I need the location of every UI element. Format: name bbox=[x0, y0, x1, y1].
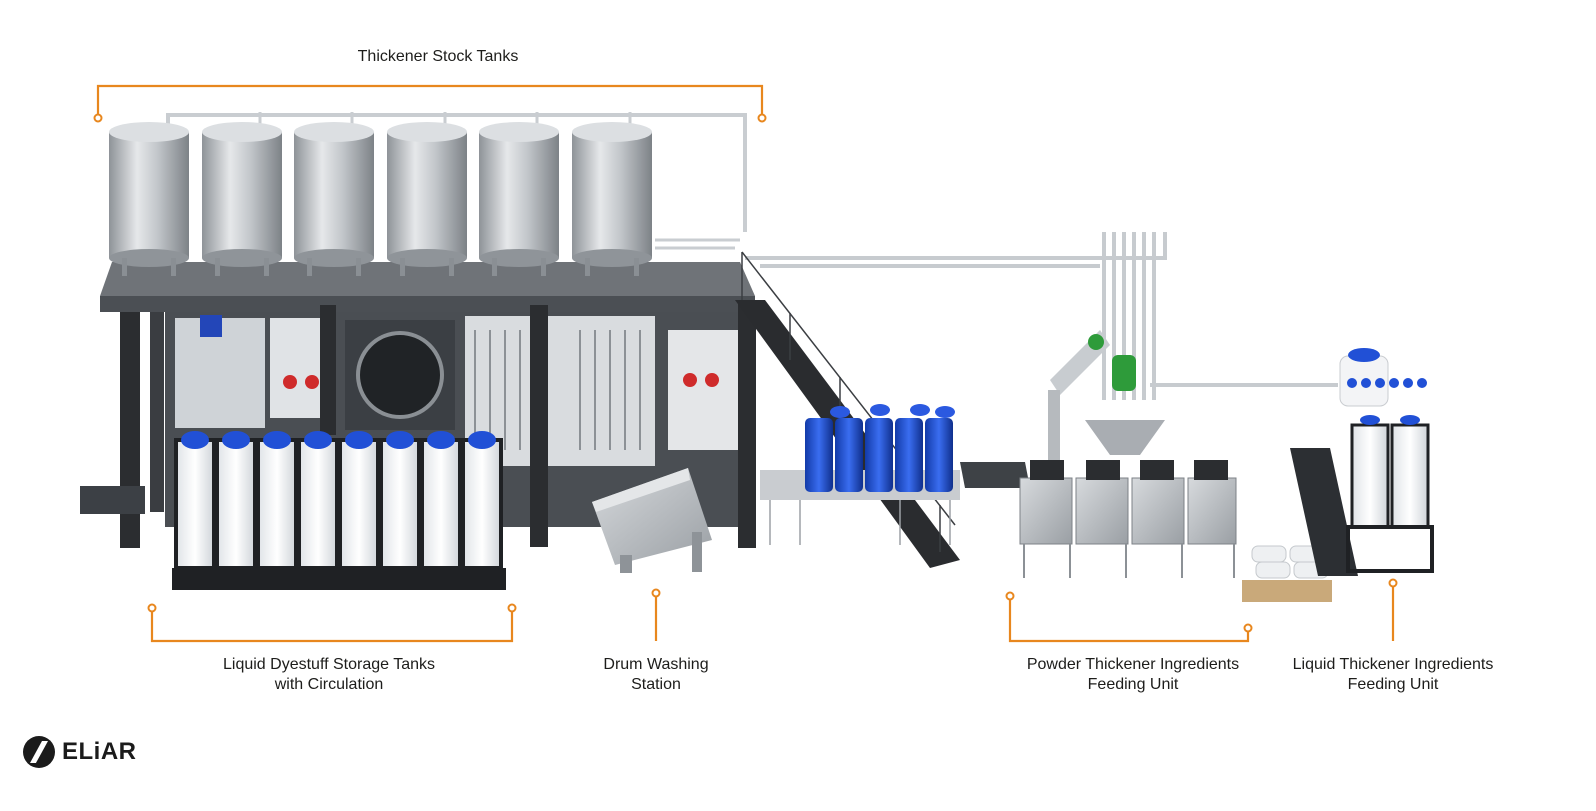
eliar-logo-mark-icon bbox=[23, 736, 55, 768]
stock-tank-6 bbox=[572, 122, 652, 276]
blue-drums bbox=[805, 404, 955, 492]
transfer-pipes bbox=[745, 232, 1338, 400]
bracket-powder-thickener bbox=[1008, 596, 1250, 643]
tote-4 bbox=[297, 431, 339, 570]
label-liquid-thickener-line1: Liquid Thickener Ingredients bbox=[1292, 656, 1494, 673]
label-liquid-dyestuff-line1: Liquid Dyestuff Storage Tanks bbox=[223, 656, 435, 673]
stock-tank-1 bbox=[109, 122, 189, 276]
callout-brackets bbox=[96, 84, 1395, 643]
label-powder-thickener-line1: Powder Thickener Ingredients bbox=[1026, 656, 1240, 673]
tote-7 bbox=[420, 431, 462, 570]
liquid-dyestuff-totes bbox=[172, 431, 506, 590]
label-drum-washing: Drum Washing Station bbox=[586, 655, 726, 695]
bracket-liquid-dyestuff bbox=[150, 608, 514, 643]
stock-tank-2 bbox=[202, 122, 282, 276]
label-thickener-stock-tanks: Thickener Stock Tanks bbox=[338, 47, 538, 67]
drum-conveyor bbox=[760, 404, 1030, 545]
hoppers bbox=[1019, 460, 1237, 545]
tote-3 bbox=[256, 431, 298, 570]
thickener-stock-tanks bbox=[109, 112, 747, 276]
label-liquid-thickener-line2: Feeding Unit bbox=[1347, 676, 1439, 693]
powder-feeding-unit bbox=[1019, 330, 1332, 602]
label-liquid-dyestuff: Liquid Dyestuff Storage Tanks with Circu… bbox=[204, 655, 454, 695]
tote-2 bbox=[215, 431, 257, 570]
label-powder-thickener: Powder Thickener Ingredients Feeding Uni… bbox=[1008, 655, 1258, 695]
tote-1 bbox=[174, 431, 216, 570]
tote-6 bbox=[379, 431, 421, 570]
label-powder-thickener-line2: Feeding Unit bbox=[1087, 676, 1179, 693]
label-drum-washing-line2: Station bbox=[631, 676, 681, 693]
stock-tank-4 bbox=[387, 122, 467, 276]
tote-5 bbox=[338, 431, 380, 570]
tote-8 bbox=[461, 431, 503, 570]
label-drum-washing-line1: Drum Washing bbox=[603, 656, 709, 673]
drum-washing-station bbox=[592, 468, 712, 573]
stock-tank-3 bbox=[294, 122, 374, 276]
label-liquid-dyestuff-line2: with Circulation bbox=[274, 676, 384, 693]
stock-tank-5 bbox=[479, 122, 559, 276]
label-liquid-thickener: Liquid Thickener Ingredients Feeding Uni… bbox=[1273, 655, 1513, 695]
bracket-thickener-stock bbox=[96, 84, 764, 118]
eliar-logo-text: ELiAR bbox=[62, 738, 137, 765]
label-thickener-stock-tanks-text: Thickener Stock Tanks bbox=[357, 48, 519, 65]
callout-dots bbox=[93, 113, 1398, 633]
liquid-feeding-unit bbox=[1290, 348, 1434, 576]
eliar-logo: ELiAR bbox=[22, 734, 137, 770]
